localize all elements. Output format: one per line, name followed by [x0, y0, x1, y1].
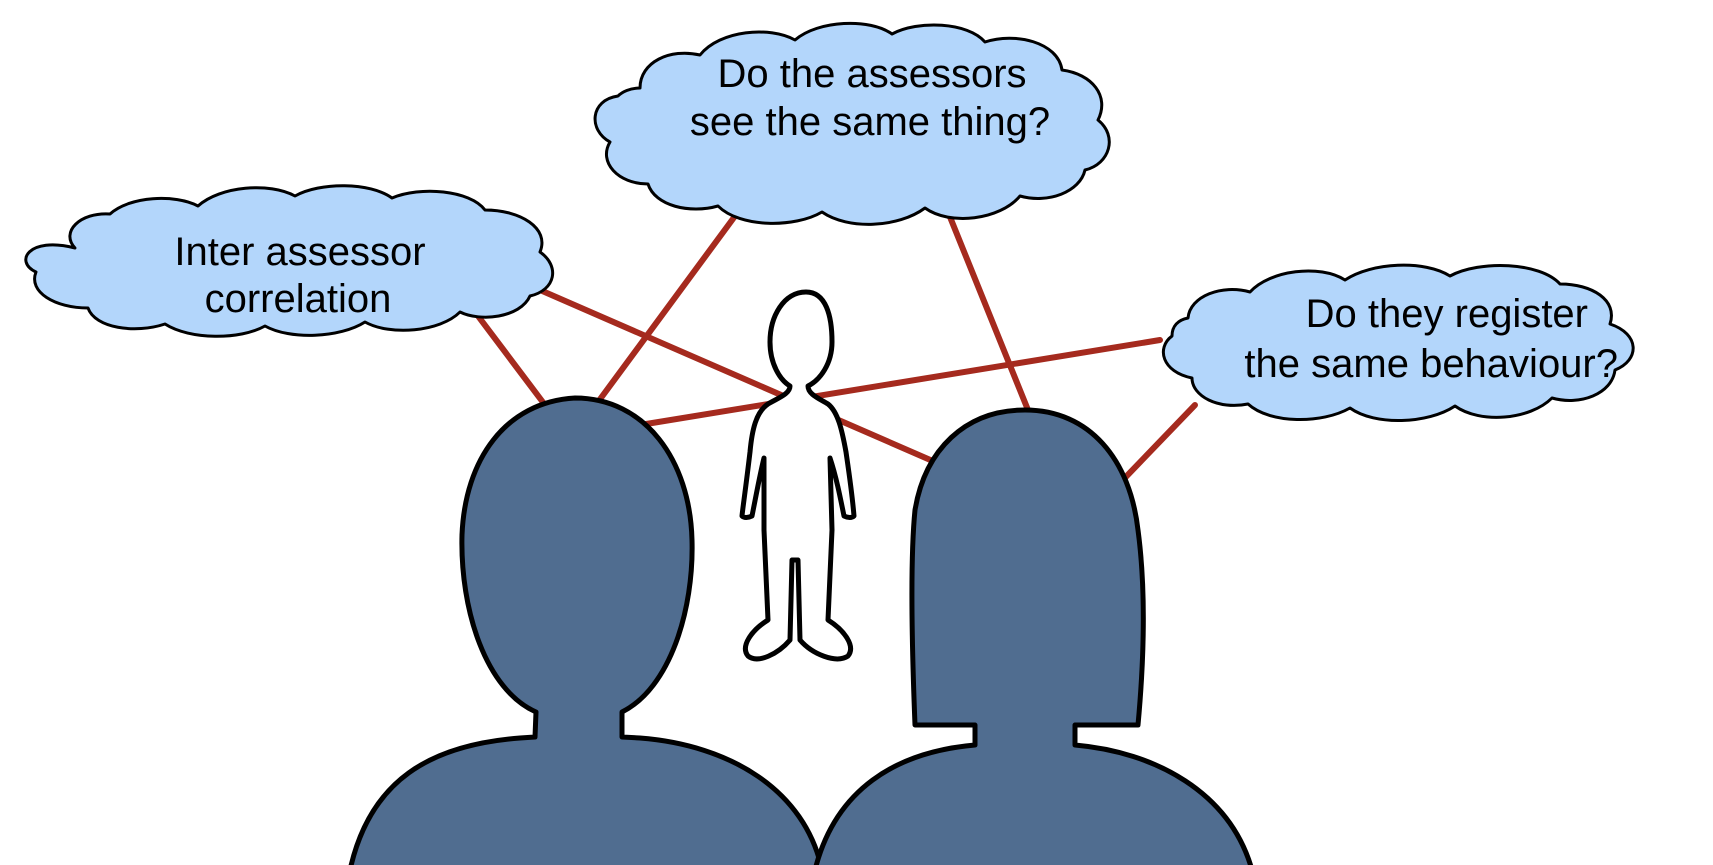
person-outline-icon: [739, 289, 857, 662]
cloud-left-line1: Inter assessor: [174, 230, 425, 274]
cloud-left-line2: correlation: [205, 277, 392, 321]
cloud-top-shape: [593, 21, 1111, 226]
cloud-top-line2: see the same thing?: [690, 100, 1050, 144]
connector-right-cloud-to-left-assessor: [637, 337, 1163, 428]
cloud-top-line1: Do the assessors: [717, 52, 1026, 96]
connector-left-cloud-to-right-assessor: [537, 287, 938, 465]
cloud-right-line1: Do they register: [1306, 292, 1588, 336]
cloud-do-they-register-same-behaviour: Do they register the same behaviour?: [1161, 263, 1635, 423]
cloud-inter-assessor-correlation: Inter assessor correlation: [24, 184, 555, 338]
cloud-do-assessors-see-same-thing: Do the assessors see the same thing?: [593, 21, 1111, 226]
cloud-right-line2: the same behaviour?: [1244, 342, 1618, 386]
head-silhouette-icon: [348, 395, 824, 865]
connector-top-cloud-to-left-assessor: [595, 209, 741, 405]
connector-left-cloud-to-left-assessor: [472, 309, 548, 408]
connector-lines: [472, 209, 1198, 486]
connector-right-cloud-to-right-assessor: [1117, 402, 1198, 486]
connector-top-cloud-to-right-assessor: [945, 209, 1031, 413]
assessor-left-silhouette: [348, 395, 824, 865]
assessor-right-silhouette: [813, 407, 1253, 865]
head-silhouette-long-hair-icon: [813, 407, 1253, 865]
person-outline-body: [739, 289, 857, 662]
cloud-right-shape: [1161, 263, 1635, 423]
cloud-left-shape: [24, 184, 555, 338]
